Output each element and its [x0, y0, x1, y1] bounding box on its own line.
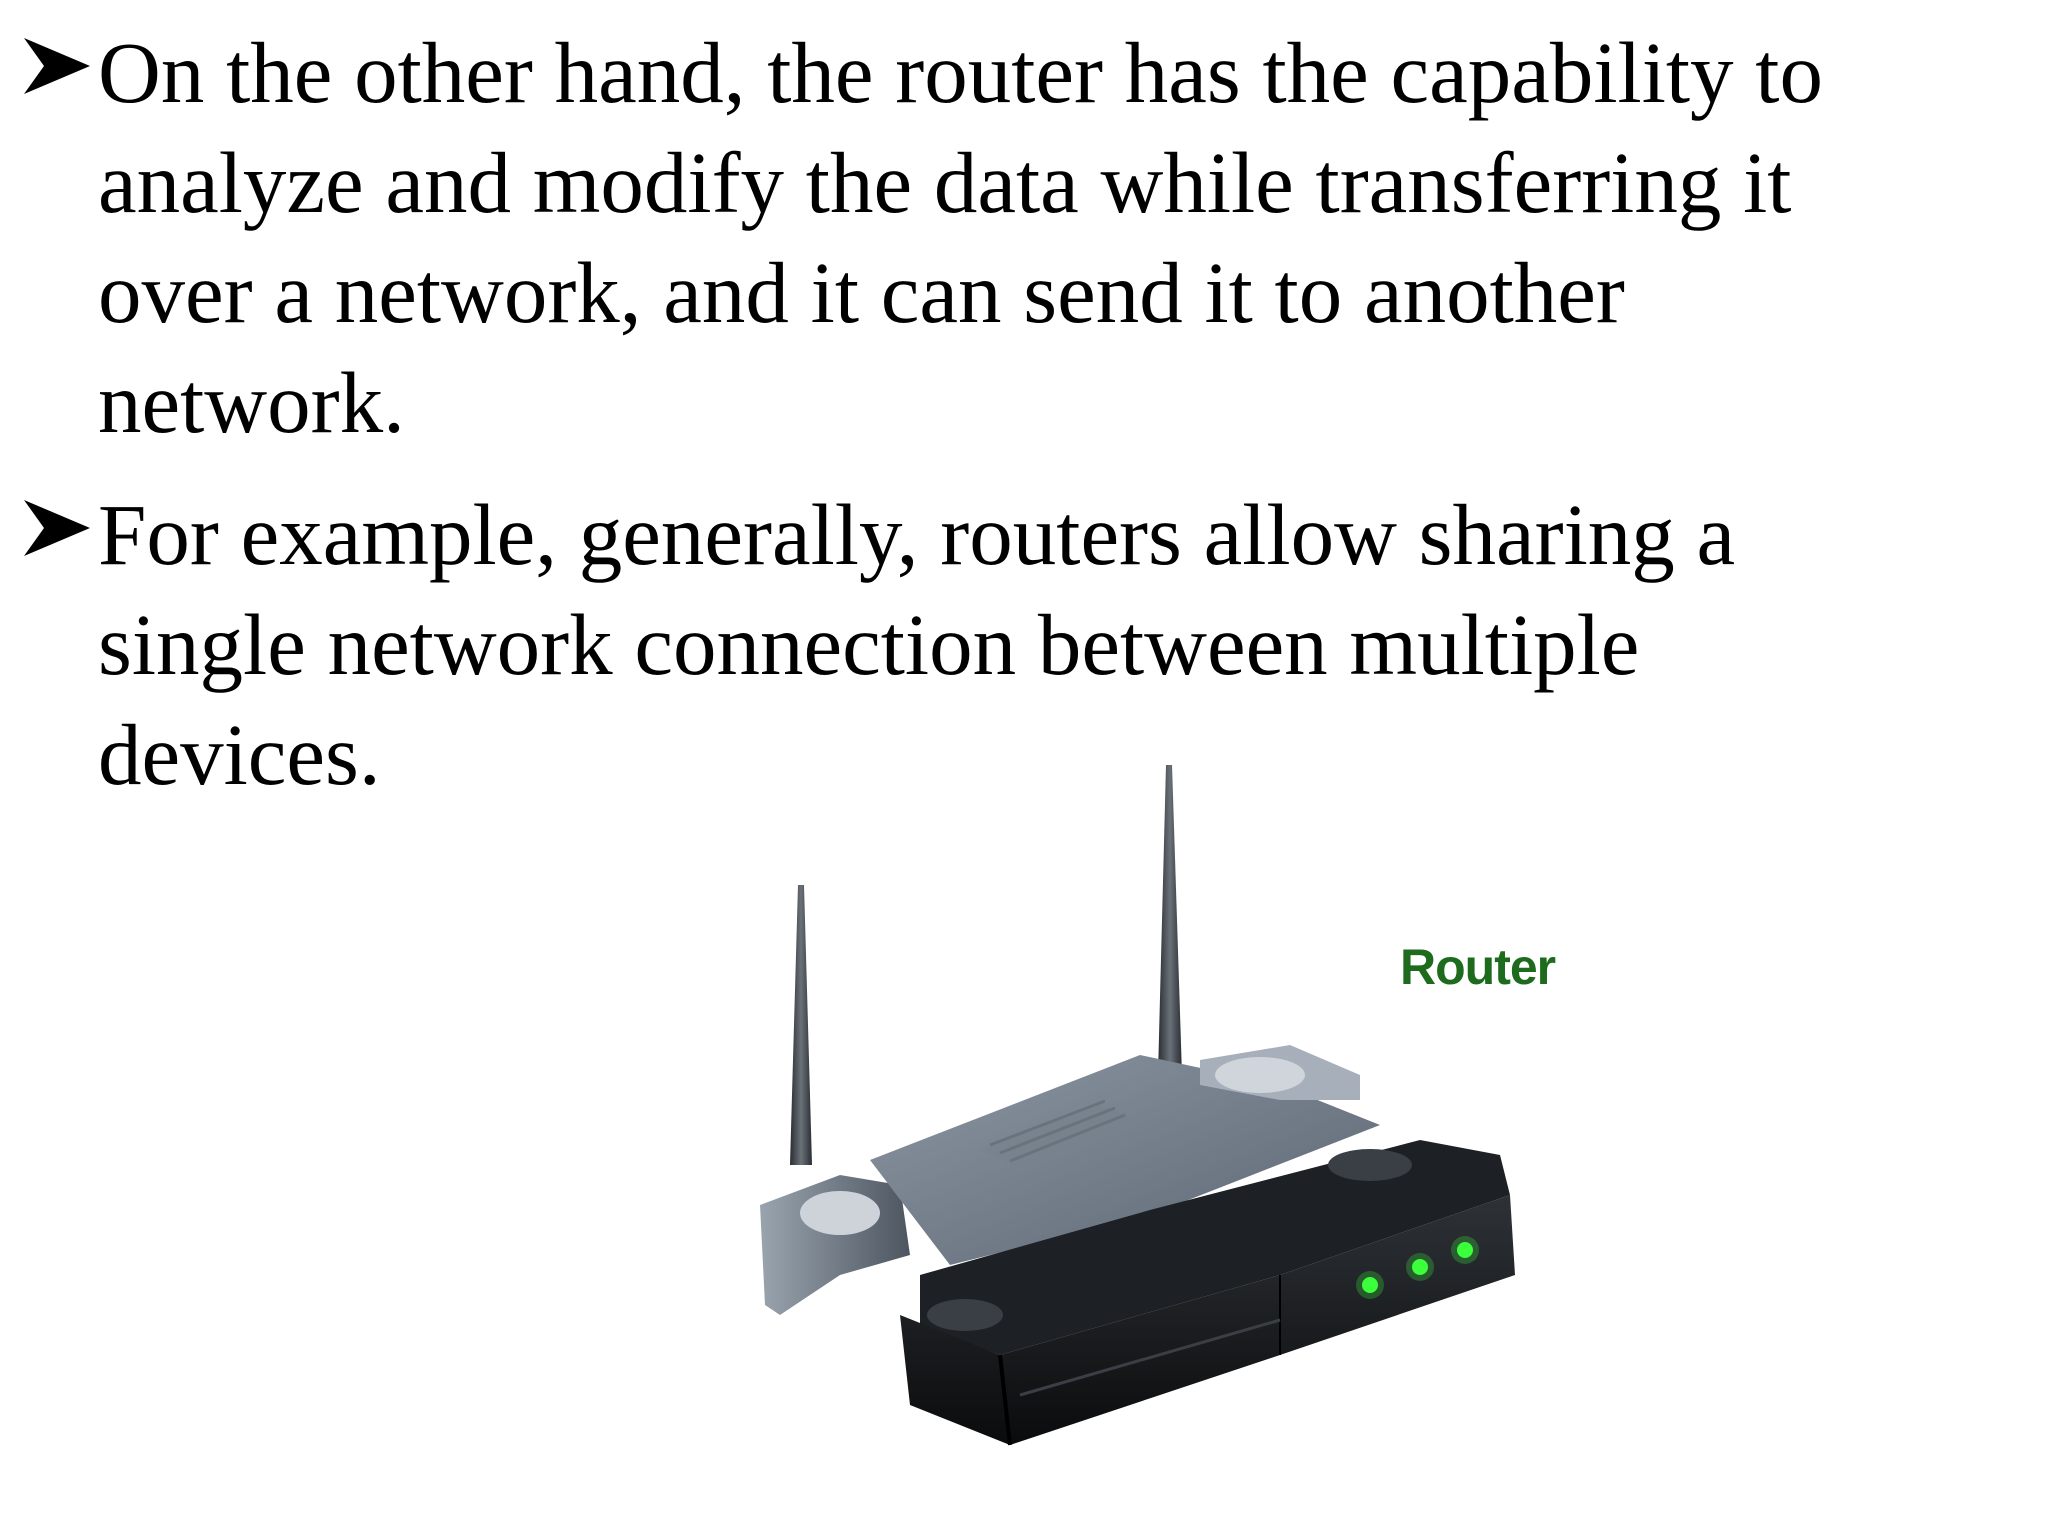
bullet-line: devices.	[98, 706, 381, 803]
bullet-text: On the other hand, the router has the ca…	[98, 18, 1998, 458]
led-indicator	[1412, 1259, 1428, 1275]
right-antenna	[1158, 765, 1182, 1075]
left-antenna	[790, 885, 812, 1165]
bullet-line: On the other hand, the router has the ca…	[98, 24, 1823, 121]
bullet-line: For example, generally, routers allow sh…	[98, 486, 1736, 583]
bullet-line: network.	[98, 354, 405, 451]
led-indicator	[1362, 1277, 1378, 1293]
arrowhead-bullet-icon	[24, 38, 90, 94]
bullet-line: over a network, and it can send it to an…	[98, 244, 1625, 341]
arrowhead-bullet-icon	[24, 500, 90, 556]
router-label: Router	[1400, 939, 1556, 995]
wireless-router-icon	[760, 765, 1515, 1446]
bullet-line: analyze and modify the data while transf…	[98, 134, 1792, 231]
led-indicator	[1457, 1242, 1473, 1258]
bullet-text: For example, generally, routers allow sh…	[98, 480, 1998, 810]
bullet-line: single network connection between multip…	[98, 596, 1640, 693]
